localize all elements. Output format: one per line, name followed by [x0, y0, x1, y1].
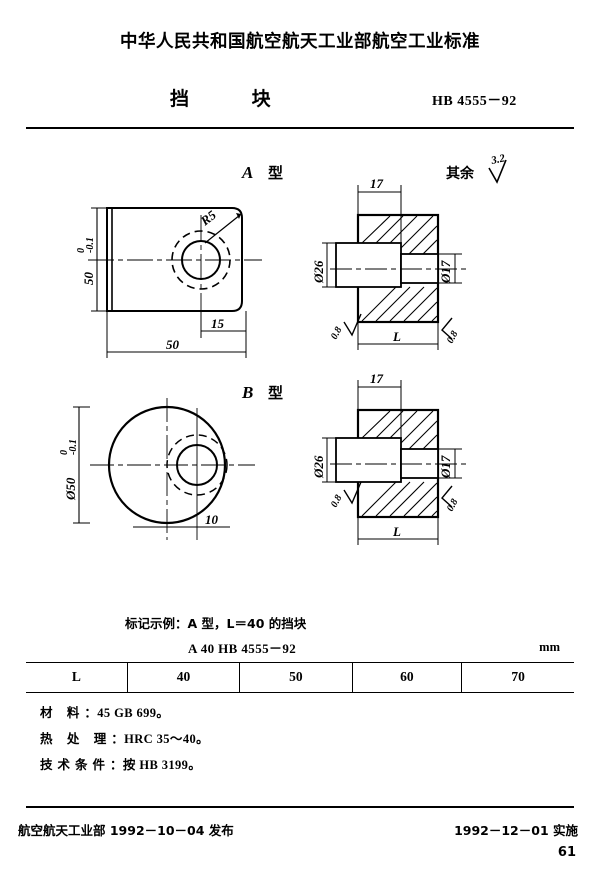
type-a-body-outline: [106, 207, 243, 312]
note-heat-treatment-value: ：HRC 35～40。: [111, 732, 210, 746]
type-b-label-cn: 型: [268, 384, 283, 402]
type-a-hole-offset-dimension: 15: [200, 311, 247, 338]
type-b-outer-dia-value: Ø50: [63, 477, 78, 501]
type-a-through-hole: [181, 240, 221, 280]
type-a-counterbore-hidden-circle: [171, 230, 231, 290]
type-a-through-hole-dia-value: Ø17: [438, 260, 453, 284]
type-a-length-value: L: [392, 329, 401, 344]
footer-issued-text: 航空航天工业部 1992－10－04 发布: [18, 823, 234, 838]
type-a-front-view: R5 50 0 -0.1 15: [76, 207, 262, 358]
type-b-hole-offset-dimension: 10: [133, 512, 230, 528]
note-technical-conditions-label: 技术条件: [40, 757, 111, 772]
type-b-section-view: 17 Ø26 Ø17: [311, 371, 468, 545]
type-b-counterbore-cavity: [335, 437, 402, 483]
table-cell-l-value: 60: [351, 662, 463, 693]
note-material: 材 料：45 GB 699。: [40, 700, 209, 726]
type-a-width-value: 50: [166, 337, 180, 352]
roughness-symbol-icon: [488, 159, 507, 184]
page-title: 挡 块: [170, 88, 299, 110]
type-b-length-value: L: [392, 524, 401, 539]
type-b-through-hole-cavity: [400, 448, 439, 479]
table-cell-row-label: L: [26, 662, 128, 693]
standard-code: HB 4555－92: [432, 94, 517, 109]
note-material-label: 材 料: [40, 705, 85, 720]
type-a-width-dimension: 50: [106, 311, 247, 358]
table-cell-l-value: 40: [126, 662, 241, 693]
type-a-roughness-right-value: 0.8: [445, 329, 461, 345]
type-a-length-dimension: L: [357, 322, 439, 350]
type-a-roughness-right: 0.8: [441, 317, 461, 345]
table-row: L 40 50 60 70: [26, 662, 574, 693]
type-b-counterbore-depth-value: 17: [370, 371, 384, 386]
standard-organization-line: 中华人民共和国航空航天工业部航空工业标准: [120, 32, 480, 52]
type-a-through-hole-cavity: [400, 253, 439, 284]
technical-drawing-area: 其余 3.2 A 型: [59, 152, 507, 545]
type-a-label-letter: A: [241, 163, 253, 182]
note-material-value: ：45 GB 699。: [84, 706, 170, 720]
footer-divider: [26, 806, 574, 808]
page-number: 61: [557, 845, 576, 860]
type-b-counterbore-dia-value: Ø26: [311, 455, 326, 479]
type-a-section-view: 17 Ø26 Ø17: [311, 176, 468, 350]
notes-block: 材 料：45 GB 699。 热 处 理：HRC 35～40。 技术条件：按 H…: [40, 700, 209, 778]
type-b-length-dimension: L: [357, 517, 439, 545]
type-a-through-hole-dia-dimension: Ø17: [438, 253, 462, 284]
type-a-height-dimension: 50 0 -0.1: [76, 207, 112, 312]
type-a-section-hatch-lower: [361, 286, 438, 322]
type-b-counterbore-dia-dimension: Ø26: [311, 437, 338, 483]
type-b-counterbore-depth-dimension: 17: [357, 371, 402, 438]
type-b-group: B 型 Ø50 0: [59, 371, 468, 545]
type-b-outer-tol-lower: -0.1: [68, 439, 79, 455]
note-technical-conditions-value: ：按 HB 3199。: [110, 758, 202, 772]
type-b-roughness-right: 0.8: [441, 485, 461, 513]
note-heat-treatment-label: 热 处 理: [40, 731, 112, 746]
type-a-hole-offset-value: 15: [211, 316, 225, 331]
type-b-through-hole-dia-dimension: Ø17: [438, 448, 462, 479]
type-b-hole-offset-value: 10: [205, 512, 219, 527]
type-b-counterbore-hidden-circle: [166, 434, 228, 496]
type-b-section-hatch-lower: [361, 481, 438, 517]
type-a-radius-text: R5: [197, 207, 219, 229]
footer-effective-text: 1992－12－01 实施: [454, 823, 578, 838]
header-divider: [26, 127, 574, 129]
type-a-label-cn: 型: [268, 164, 283, 182]
type-a-group: A 型 R5: [76, 163, 468, 358]
marking-example-code: A 40 HB 4555－92: [188, 641, 297, 656]
type-a-counterbore-depth-dimension: 17: [357, 176, 402, 243]
type-a-height-value: 50: [81, 272, 96, 286]
type-b-through-hole-dia-value: Ø17: [438, 455, 453, 479]
type-b-outer-tol-upper: 0: [59, 450, 70, 455]
type-a-counterbore-cavity: [335, 242, 402, 288]
type-a-height-tol-lower: -0.1: [85, 237, 96, 253]
type-b-label-letter: B: [241, 383, 253, 402]
type-a-counterbore-dia-dimension: Ø26: [311, 242, 338, 288]
type-a-counterbore-depth-value: 17: [370, 176, 384, 191]
rest-roughness-note: 其余 3.2: [446, 152, 507, 184]
rest-roughness-value: 3.2: [489, 152, 506, 167]
type-a-radius-callout: R5: [197, 207, 241, 244]
spec-table: L 40 50 60 70: [26, 662, 574, 693]
marking-example-text: 标记示例：A 型，L＝40 的挡块: [125, 616, 307, 631]
table-cell-l-value: 70: [461, 662, 574, 693]
type-b-roughness-left-value: 0.8: [329, 493, 345, 509]
note-heat-treatment: 热 处 理：HRC 35～40。: [40, 726, 209, 752]
type-b-roughness-right-value: 0.8: [445, 497, 461, 513]
table-cell-l-value: 50: [239, 662, 353, 693]
rest-roughness-label: 其余: [446, 165, 475, 182]
type-a-roughness-left: 0.8: [329, 313, 362, 341]
type-b-outer-dia-dimension: Ø50 0 -0.1: [59, 406, 90, 524]
type-b-roughness-left: 0.8: [329, 481, 362, 509]
type-b-through-hole: [176, 444, 218, 486]
type-b-front-view: Ø50 0 -0.1 10: [59, 398, 255, 540]
type-a-height-tol-upper: 0: [76, 248, 87, 253]
type-a-counterbore-dia-value: Ø26: [311, 260, 326, 284]
type-a-roughness-left-value: 0.8: [329, 325, 345, 341]
note-technical-conditions: 技术条件：按 HB 3199。: [40, 752, 209, 778]
unit-label: mm: [539, 640, 560, 654]
